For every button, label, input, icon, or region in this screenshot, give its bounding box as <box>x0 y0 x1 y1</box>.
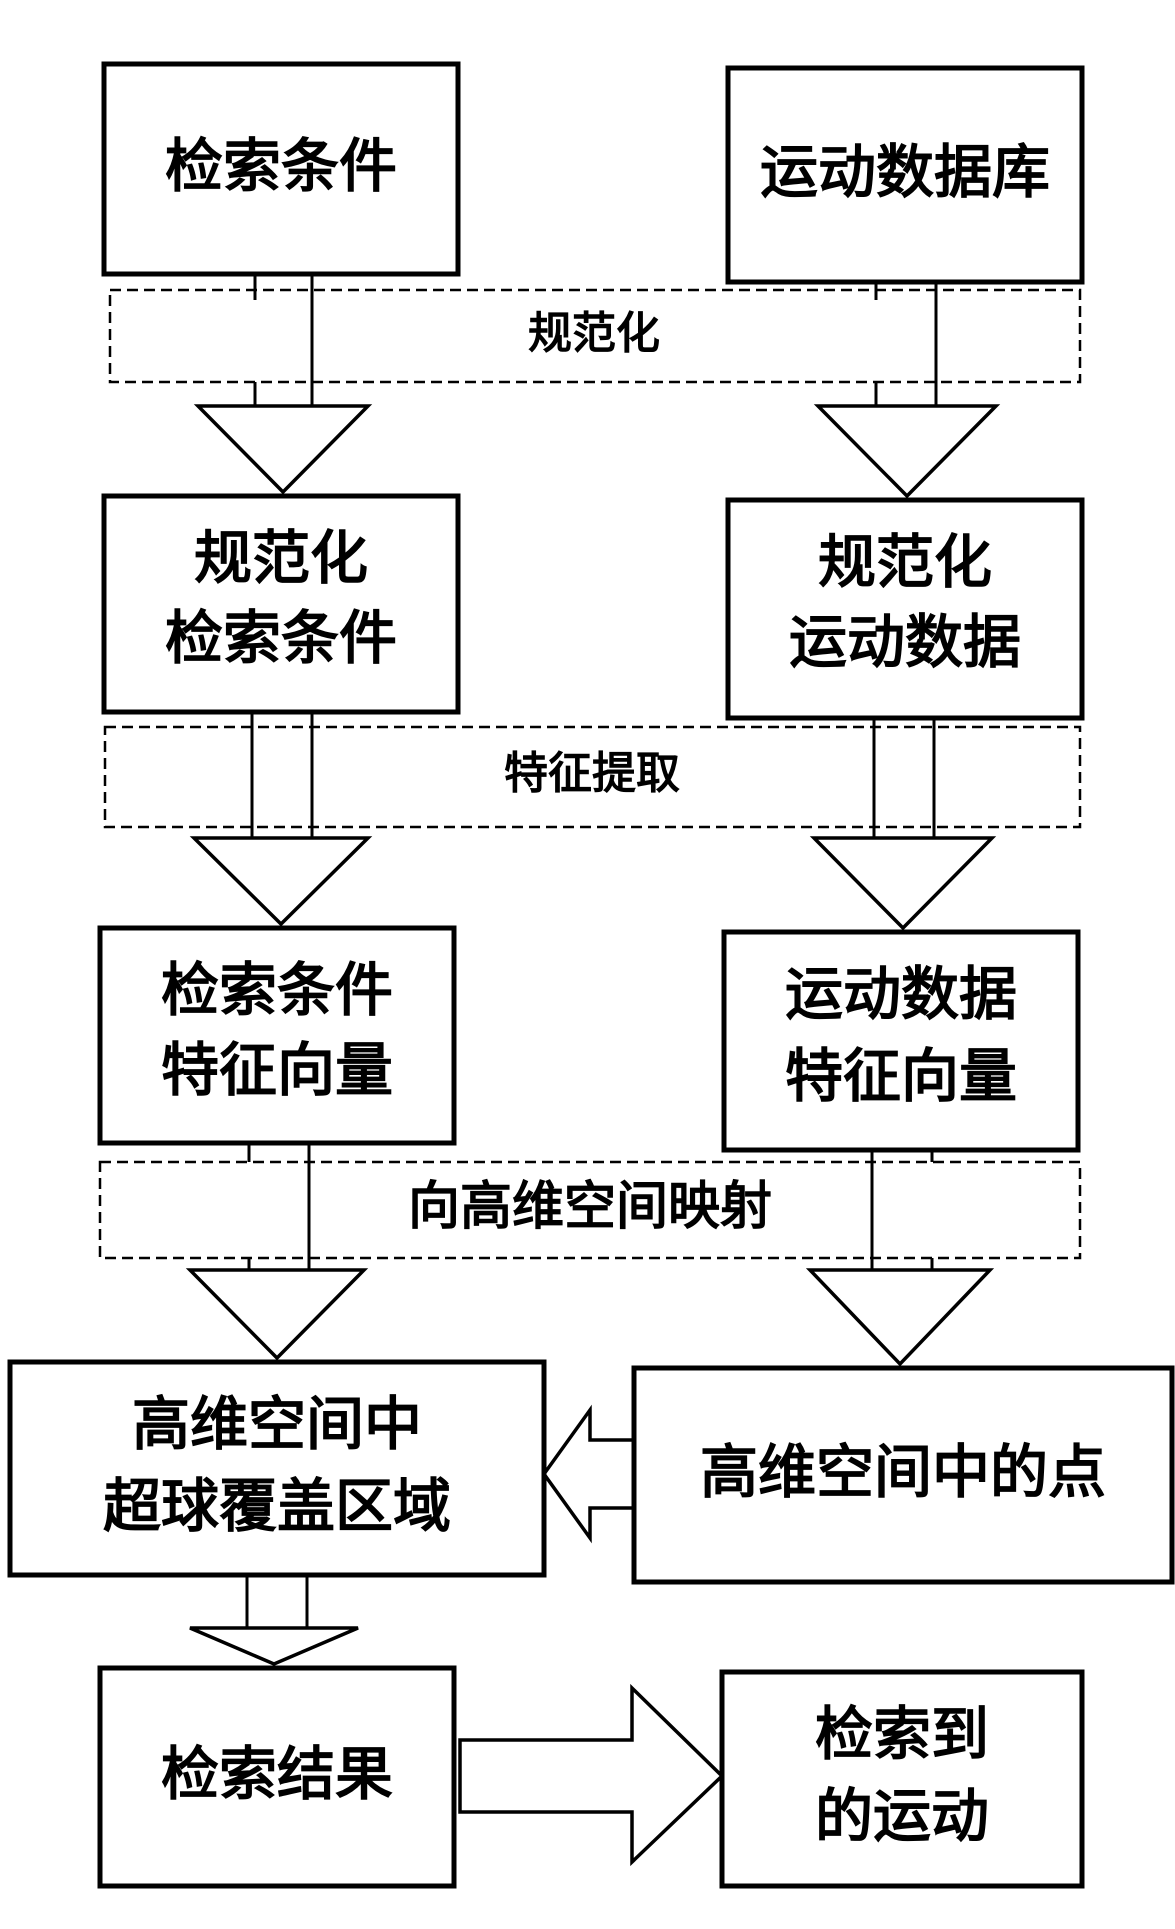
query-vec-label-1: 检索条件 <box>161 956 393 1024</box>
points-box <box>631 1365 1175 1585</box>
retrieved-box <box>719 1669 1085 1889</box>
arrow-down-icon <box>809 836 997 931</box>
query-box <box>101 61 461 277</box>
data-vec-box <box>721 929 1081 1153</box>
feature-extract-band <box>103 725 1082 829</box>
arrow-down-icon <box>813 404 1001 499</box>
map-high-dim-band <box>98 1160 1082 1260</box>
data-vec-label-1: 运动数据 <box>785 960 1017 1028</box>
arrow-down-icon <box>189 836 373 927</box>
norm-query-label-1: 规范化 <box>194 524 368 592</box>
points-label: 高维空间中的点 <box>700 1438 1106 1506</box>
retrieved-label-1: 检索到 <box>815 1700 989 1768</box>
arrow-down-icon <box>805 1268 995 1367</box>
query-vec-label-2: 特征向量 <box>161 1036 393 1104</box>
arrow-down-icon <box>189 1626 359 1666</box>
result-box <box>97 1665 457 1889</box>
database-box <box>725 65 1085 285</box>
norm-data-label-1: 规范化 <box>818 528 992 596</box>
data-vec-label-2: 特征向量 <box>785 1042 1017 1110</box>
arrow-down-icon <box>185 1268 369 1361</box>
query-vec-box <box>97 925 457 1146</box>
norm-data-box <box>725 497 1085 721</box>
result-label: 检索结果 <box>161 1740 393 1808</box>
retrieved-label-2: 的运动 <box>815 1782 989 1850</box>
map-high-dim-step-label: 向高维空间映射 <box>408 1177 772 1237</box>
query-label: 检索条件 <box>165 132 397 200</box>
arrow-down-icon <box>193 404 373 495</box>
hypersphere-label-1: 高维空间中 <box>132 1390 422 1458</box>
database-label: 运动数据库 <box>760 138 1050 206</box>
normalize-step-label: 规范化 <box>528 308 660 359</box>
connectors <box>245 275 938 1630</box>
feature-extract-step-label: 特征提取 <box>504 748 680 799</box>
arrow-right-icon <box>458 1683 725 1867</box>
hypersphere-box <box>7 1359 547 1578</box>
hypersphere-label-2: 超球覆盖区域 <box>103 1472 451 1540</box>
norm-query-box <box>101 493 461 715</box>
normalize-band <box>108 288 1082 384</box>
norm-data-label-2: 运动数据 <box>789 608 1021 676</box>
arrow-left-icon <box>541 1404 636 1544</box>
norm-query-label-2: 检索条件 <box>165 604 397 672</box>
